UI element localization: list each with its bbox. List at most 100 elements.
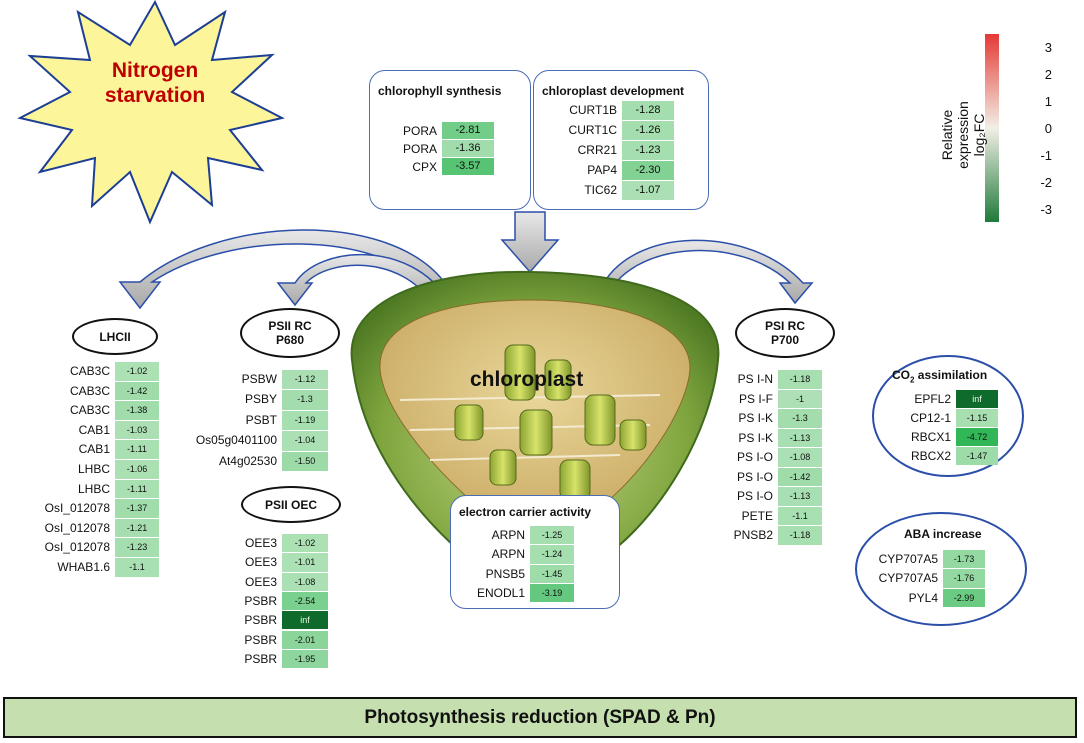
gene-label: OsI_012078 (44, 520, 110, 535)
gene-label: PS I-N (737, 372, 773, 386)
expression-cell: -1.3 (282, 390, 328, 410)
gene-label: OsI_012078 (44, 501, 110, 516)
starburst-label: Nitrogen starvation (95, 58, 215, 108)
gene-label: RBCX2 (910, 449, 951, 463)
gene-label: LHBC (77, 462, 110, 476)
co2-title-post: assimilation (914, 368, 988, 382)
gene-label: PS I-K (738, 430, 773, 445)
gene-label: PETE (741, 508, 773, 523)
expression-cell: -1.04 (282, 431, 328, 451)
gene-label: PS I-K (738, 411, 773, 425)
legend-tick-label: 2 (1044, 67, 1052, 82)
expression-cell: -1.01 (282, 553, 328, 572)
expression-cell: -2.81 (442, 122, 494, 139)
expression-cell: -1.45 (530, 564, 574, 583)
title-electron-carrier: electron carrier activity (459, 505, 592, 519)
gene-label: PSBR (244, 651, 277, 666)
psi-rc-title: PSI RC (764, 319, 805, 333)
gene-label: PORA (402, 124, 437, 138)
title-co2-assimilation: CO2 assimilation (892, 368, 987, 384)
expression-cell: -1.47 (956, 447, 998, 465)
expression-cell: -1.19 (282, 410, 328, 431)
gene-label: TIC62 (584, 183, 617, 197)
expression-cell: -1.07 (622, 181, 674, 200)
down-arrow (500, 211, 560, 274)
starburst-line1: Nitrogen (111, 59, 199, 82)
gene-label: At4g02530 (218, 453, 277, 468)
gene-label: PSBY (244, 392, 277, 407)
expression-cell: inf (956, 390, 998, 408)
gene-label: CURT1C (568, 123, 617, 137)
co2-title-sub: 2 (910, 375, 915, 385)
gene-label: PSBW (241, 372, 277, 386)
expression-cell: -3.19 (530, 583, 574, 603)
expression-cell: -4.72 (956, 428, 998, 446)
starburst-line2: starvation (104, 84, 206, 107)
expression-cell: -2.30 (622, 161, 674, 180)
title-aba-increase: ABA increase (904, 527, 982, 541)
gene-label: CP12-1 (910, 411, 951, 425)
co2-title-pre: CO (892, 368, 910, 382)
expression-cell: -1.26 (622, 121, 674, 140)
expression-cell: -1.13 (778, 428, 822, 447)
lhcii-title: LHCII (99, 329, 131, 344)
gene-label: OEE3 (244, 555, 277, 570)
gene-label: RBCX1 (910, 430, 951, 444)
expression-cell: -1.18 (778, 370, 822, 389)
legend-tick-label: 1 (1044, 94, 1052, 109)
expression-cell: -1.24 (530, 545, 574, 564)
gene-label: PORA (402, 142, 437, 156)
gene-label: CYP707A5 (878, 571, 938, 586)
expression-cell: -3.57 (442, 158, 494, 175)
gene-label: PS I-O (736, 489, 773, 503)
gene-label: PS I-O (736, 450, 773, 464)
gene-label: PS I-O (736, 469, 773, 484)
expression-cell: -1.13 (778, 487, 822, 506)
expression-cell: -1.08 (282, 572, 328, 591)
expression-cell: -1.38 (115, 401, 159, 420)
gene-label: PSBR (244, 613, 277, 628)
psii-oec-title: PSII OEC (264, 497, 317, 512)
gene-label: LHBC (77, 481, 110, 496)
gene-label: PYL4 (908, 590, 938, 605)
gene-label: PS I-F (738, 391, 773, 406)
expression-cell: -1.12 (282, 370, 328, 390)
oval-psii-oec: PSII OEC (241, 486, 341, 523)
legend-tick-label: -2 (1040, 175, 1052, 190)
gene-label: CPX (412, 160, 437, 174)
expression-cell: -1.23 (115, 538, 159, 557)
expression-cell: -1.50 (282, 451, 328, 471)
curved-arrow-to-psi (599, 239, 814, 305)
gene-label: PAP4 (587, 163, 617, 177)
expression-cell: -2.01 (282, 630, 328, 649)
expression-cell: -1.25 (530, 526, 574, 545)
legend-title: Relative expression log₂FC (939, 75, 987, 195)
expression-cell: -1.18 (778, 526, 822, 545)
legend-tick-label: -3 (1040, 202, 1052, 217)
gene-label: CRR21 (577, 143, 617, 157)
chloroplast-label: chloroplast (470, 368, 584, 391)
psii-rc-title: PSII RC (268, 319, 312, 333)
gene-label: WHAB1.6 (57, 560, 110, 574)
curved-arrow-to-psii (276, 253, 450, 307)
legend-tick-label: 3 (1044, 40, 1052, 55)
gene-label: CAB3C (69, 364, 110, 378)
gene-label: EPFL2 (914, 392, 951, 406)
expression-cell: -1.42 (778, 467, 822, 486)
expression-cell: -1.76 (943, 569, 985, 588)
expression-cell: -1.28 (622, 101, 674, 120)
expression-cell: -1.1 (115, 558, 159, 577)
oval-aba-increase (855, 512, 1027, 626)
expression-cell: -1.73 (943, 550, 985, 569)
gene-label: ARPN (491, 528, 525, 542)
gene-label: PNSB5 (485, 566, 525, 581)
psi-rc-subtitle: P700 (770, 333, 800, 347)
gene-label: CURT1B (569, 103, 617, 117)
expression-cell: -1.11 (115, 479, 159, 499)
expression-cell: -1.36 (442, 140, 494, 157)
gene-label: PSBR (244, 593, 277, 608)
oval-co2-assimilation (872, 355, 1024, 477)
legend-title-line2: log₂FC (971, 113, 987, 157)
chloroplast-graphic (350, 270, 720, 584)
